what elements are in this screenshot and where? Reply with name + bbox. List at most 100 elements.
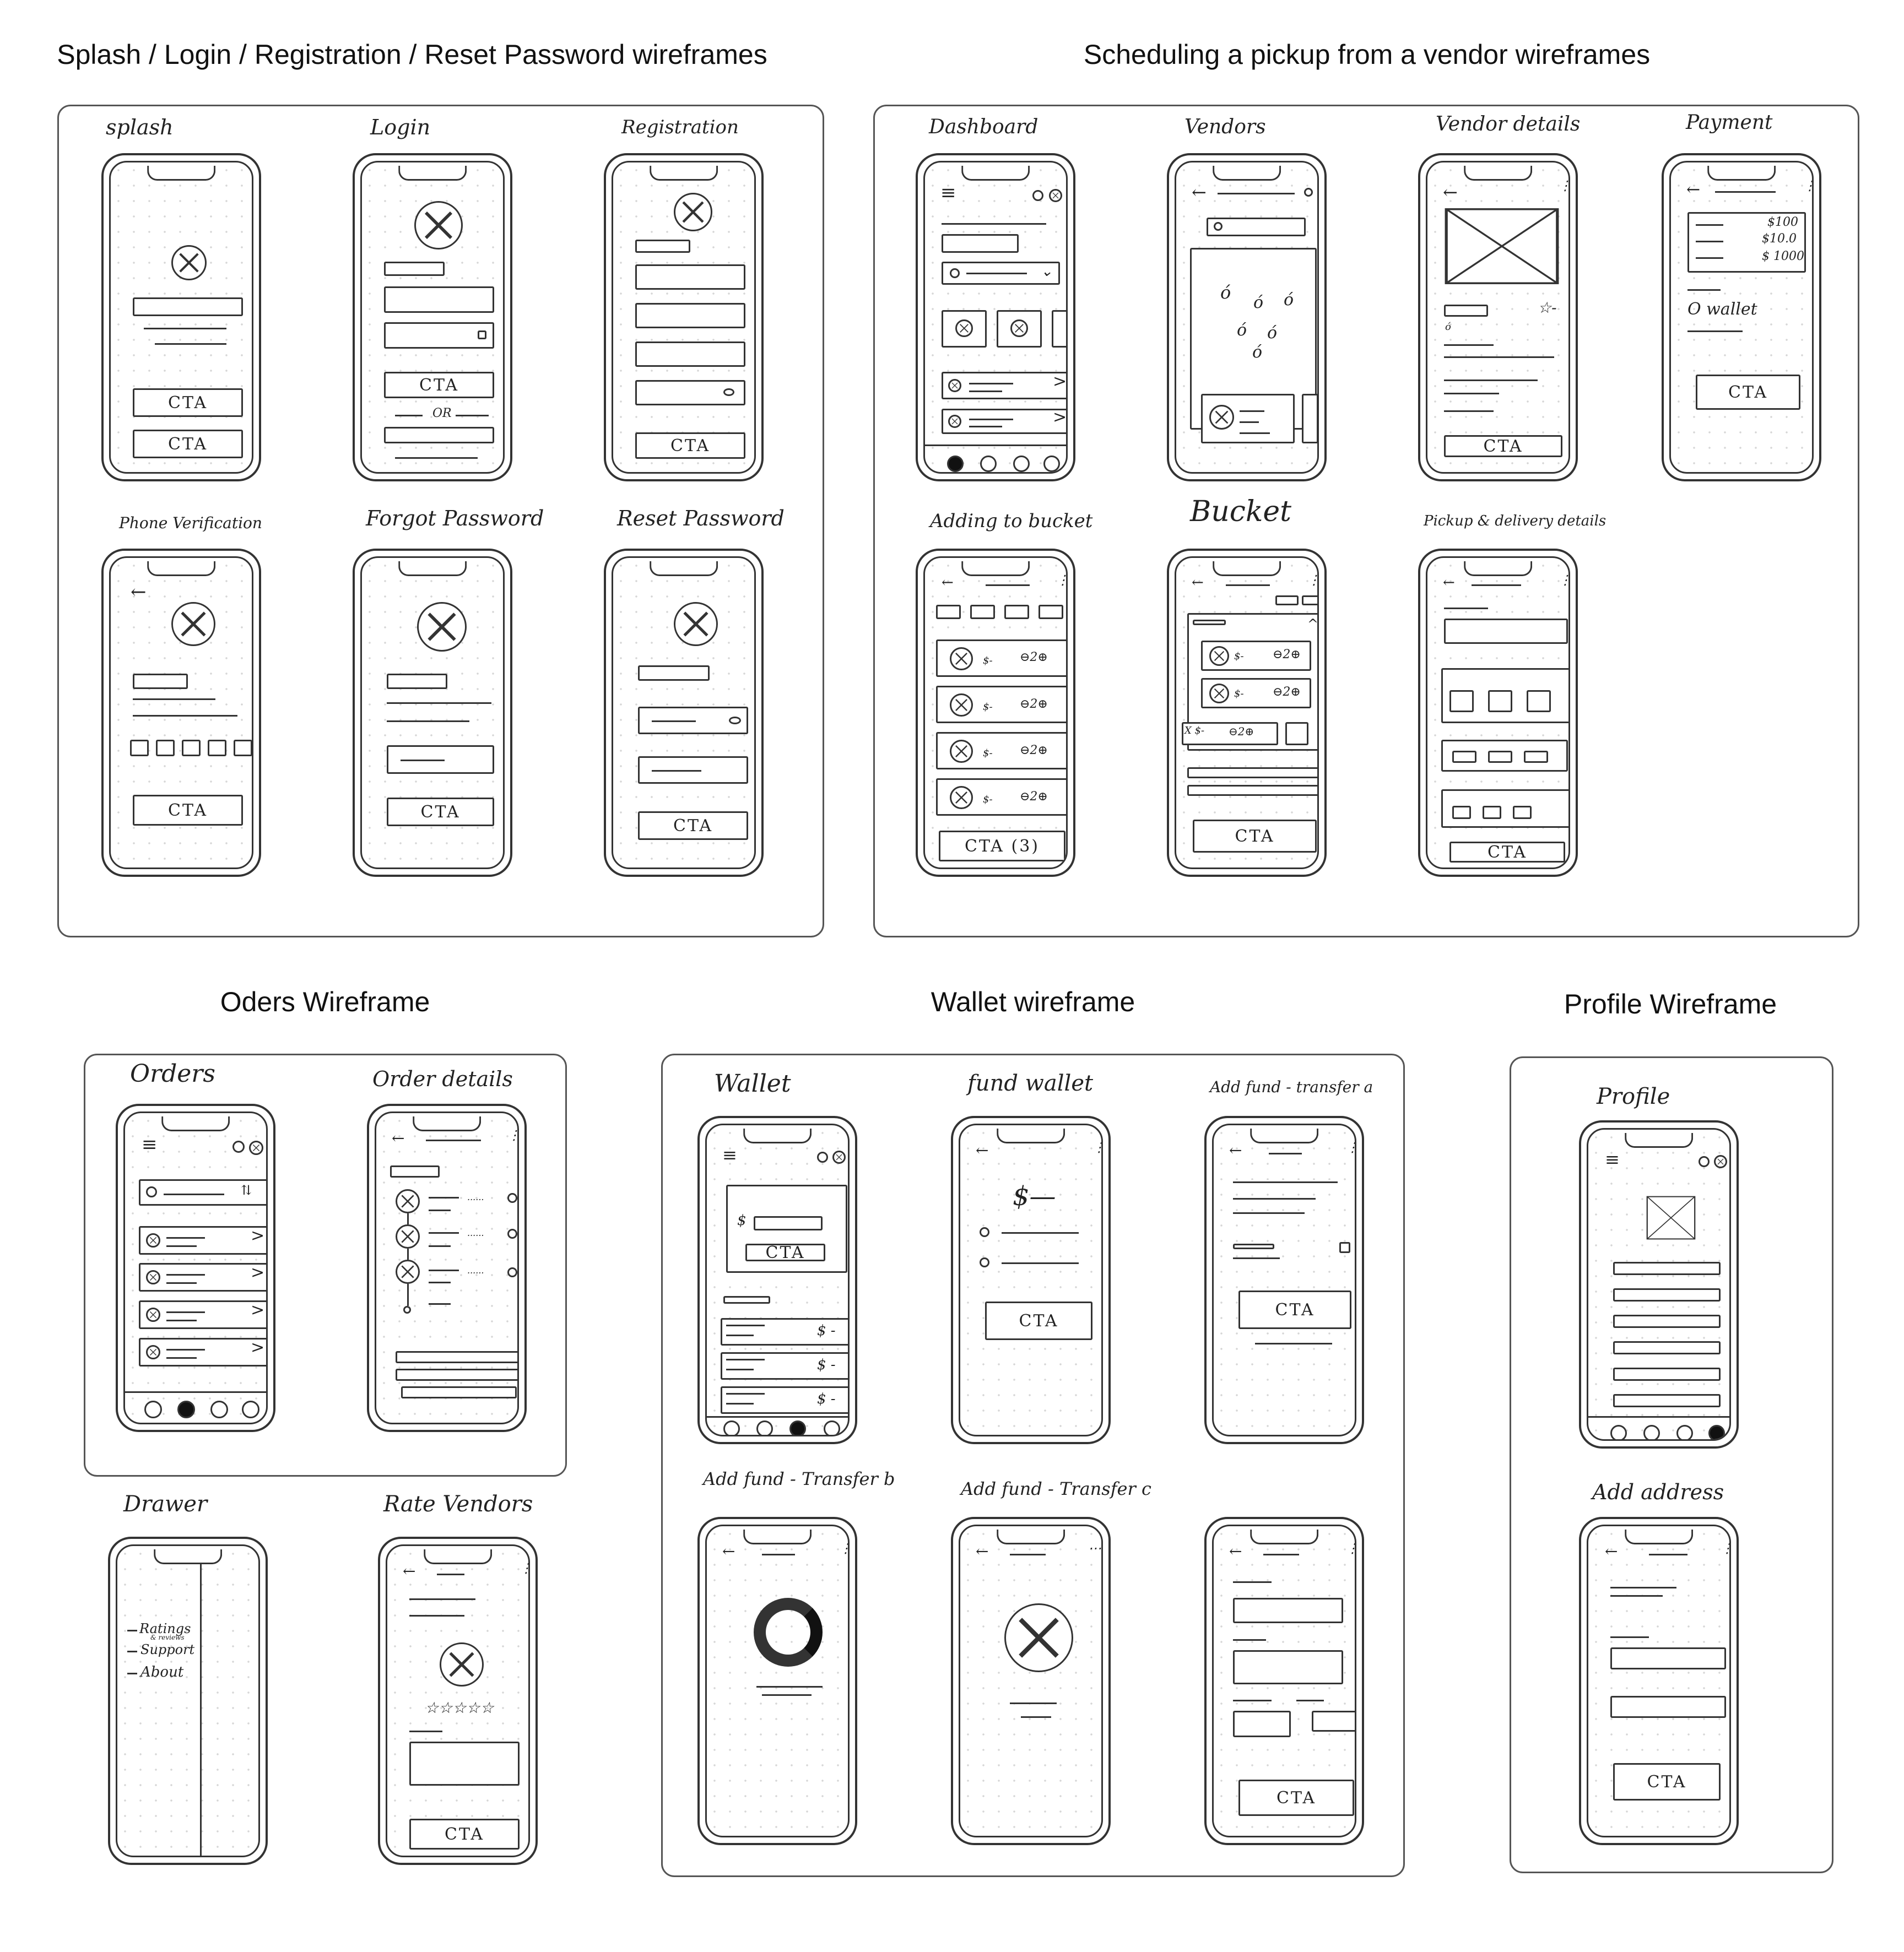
logo-placeholder-icon bbox=[950, 693, 973, 717]
placeholder-box bbox=[1610, 1647, 1726, 1669]
placeholder-box bbox=[1233, 1650, 1343, 1684]
cta-button[interactable]: CTA bbox=[1449, 842, 1565, 863]
text-line bbox=[726, 1335, 754, 1336]
cta-button[interactable]: CTA bbox=[1193, 820, 1317, 853]
nav-dot-active[interactable] bbox=[789, 1420, 806, 1435]
logo-placeholder-icon bbox=[396, 1189, 420, 1213]
text-line bbox=[401, 760, 445, 761]
placeholder-box bbox=[1312, 1711, 1355, 1732]
cta-button[interactable]: CTA bbox=[985, 1302, 1092, 1340]
text-line bbox=[1218, 193, 1295, 194]
text-line bbox=[429, 1245, 451, 1247]
cta-button[interactable]: CTA bbox=[635, 432, 745, 459]
text-line bbox=[986, 584, 1030, 586]
screen-label: Rate Vendors bbox=[383, 1492, 533, 1517]
text-line bbox=[1021, 1716, 1051, 1718]
text-line bbox=[1444, 356, 1554, 358]
text-line bbox=[387, 720, 469, 722]
cta-button[interactable]: CTA bbox=[1444, 435, 1562, 457]
text-line bbox=[429, 1270, 459, 1271]
text-line bbox=[166, 1357, 197, 1359]
cta-button[interactable]: CTA bbox=[1238, 1291, 1351, 1329]
sketch-text: ← bbox=[403, 1562, 416, 1580]
text-line bbox=[756, 1686, 823, 1688]
text-line bbox=[1233, 1198, 1316, 1200]
phone-notch bbox=[1464, 166, 1532, 181]
sketch-text: ⇅ bbox=[241, 1183, 252, 1198]
sketch-text: ⋮ bbox=[507, 1129, 517, 1142]
text-line bbox=[166, 1274, 205, 1276]
sketch-text: ⋮ bbox=[1559, 573, 1568, 587]
circle-icon bbox=[980, 1227, 989, 1237]
circle-icon bbox=[210, 1401, 228, 1418]
nav-dot-active[interactable] bbox=[947, 456, 964, 472]
cta-button[interactable]: CTA bbox=[745, 1243, 825, 1262]
cta-button[interactable]: CTA bbox=[133, 388, 243, 417]
sketch-text: ≡ bbox=[1605, 1149, 1620, 1170]
nav-dot-active[interactable] bbox=[1708, 1425, 1725, 1439]
sketch-text: ≡ bbox=[722, 1145, 737, 1165]
placeholder-box bbox=[942, 234, 1019, 253]
placeholder-box bbox=[1524, 751, 1548, 763]
circle-icon bbox=[1699, 1156, 1710, 1167]
sketch-text: > bbox=[251, 1263, 265, 1282]
cta-button[interactable]: CTA bbox=[133, 795, 243, 826]
placeholder-box bbox=[1687, 212, 1806, 273]
text-line bbox=[1696, 257, 1723, 259]
placeholder-box bbox=[721, 1352, 848, 1380]
cta-button[interactable]: CTA bbox=[133, 430, 243, 458]
cta-button[interactable]: CTA bbox=[384, 372, 494, 398]
placeholder-box bbox=[1302, 595, 1317, 605]
placeholder-box bbox=[1513, 806, 1532, 819]
text-line bbox=[1233, 1639, 1266, 1641]
text-line bbox=[1687, 330, 1743, 332]
cta-button[interactable]: CTA (3) bbox=[939, 831, 1065, 861]
placeholder-box bbox=[1052, 310, 1066, 348]
sketch-text: X $- bbox=[1184, 725, 1205, 736]
sketch-text: Ratings bbox=[139, 1621, 191, 1636]
group-title: Profile Wireframe bbox=[1564, 989, 1777, 1020]
phone-notch bbox=[147, 166, 215, 181]
placeholder-box bbox=[384, 262, 445, 276]
cta-button[interactable]: CTA bbox=[409, 1819, 520, 1850]
sketch-text: ⋮ bbox=[1056, 573, 1066, 587]
phone-screen: CTA bbox=[612, 161, 756, 474]
cta-button[interactable]: CTA bbox=[638, 811, 748, 840]
text-line bbox=[133, 698, 215, 700]
sketch-text: ← bbox=[1686, 180, 1701, 199]
text-line bbox=[166, 1282, 197, 1284]
cta-button[interactable]: CTA bbox=[1613, 1763, 1721, 1801]
text-line bbox=[409, 1598, 475, 1600]
screen-label: Add address bbox=[1592, 1480, 1724, 1505]
placeholder-box bbox=[384, 427, 494, 443]
text-line bbox=[426, 1140, 481, 1141]
sketch-text: ⋮ bbox=[1721, 1542, 1729, 1555]
text-line bbox=[395, 457, 478, 459]
placeholder-box bbox=[1233, 1598, 1343, 1623]
placeholder-box bbox=[635, 264, 745, 290]
text-line bbox=[387, 702, 491, 704]
logo-placeholder-icon bbox=[950, 647, 973, 670]
phone-frame: ←CTA bbox=[101, 549, 261, 877]
placeholder-box bbox=[1339, 1242, 1350, 1253]
phone-screen: CTA CTA bbox=[109, 161, 253, 474]
text-line bbox=[437, 1574, 464, 1575]
sketch-text: ← bbox=[976, 1141, 989, 1159]
screen-label: Order details bbox=[372, 1067, 513, 1092]
phone-frame: ≡ bbox=[1579, 1120, 1739, 1449]
logo-placeholder-icon bbox=[1209, 684, 1229, 703]
sketch-text: About bbox=[140, 1664, 184, 1680]
phone-screen: ≡⌄>> bbox=[923, 161, 1068, 474]
placeholder-box bbox=[1182, 722, 1278, 745]
cta-button[interactable]: CTA bbox=[1696, 375, 1800, 410]
placeholder-box bbox=[1233, 1711, 1291, 1737]
placeholder-box bbox=[721, 1386, 848, 1414]
placeholder-box bbox=[401, 1386, 517, 1398]
placeholder-box bbox=[139, 1179, 266, 1206]
sketch-text: ← bbox=[1192, 574, 1204, 591]
phone-screen: ←⋮$-⊖2⊕$-⊖2⊕$-⊖2⊕$-⊖2⊕CTA (3) bbox=[923, 556, 1068, 869]
cta-button[interactable]: CTA bbox=[387, 798, 494, 826]
text-line bbox=[726, 1369, 754, 1370]
nav-dot-active[interactable] bbox=[177, 1401, 195, 1418]
cta-button[interactable]: CTA bbox=[1238, 1780, 1354, 1816]
